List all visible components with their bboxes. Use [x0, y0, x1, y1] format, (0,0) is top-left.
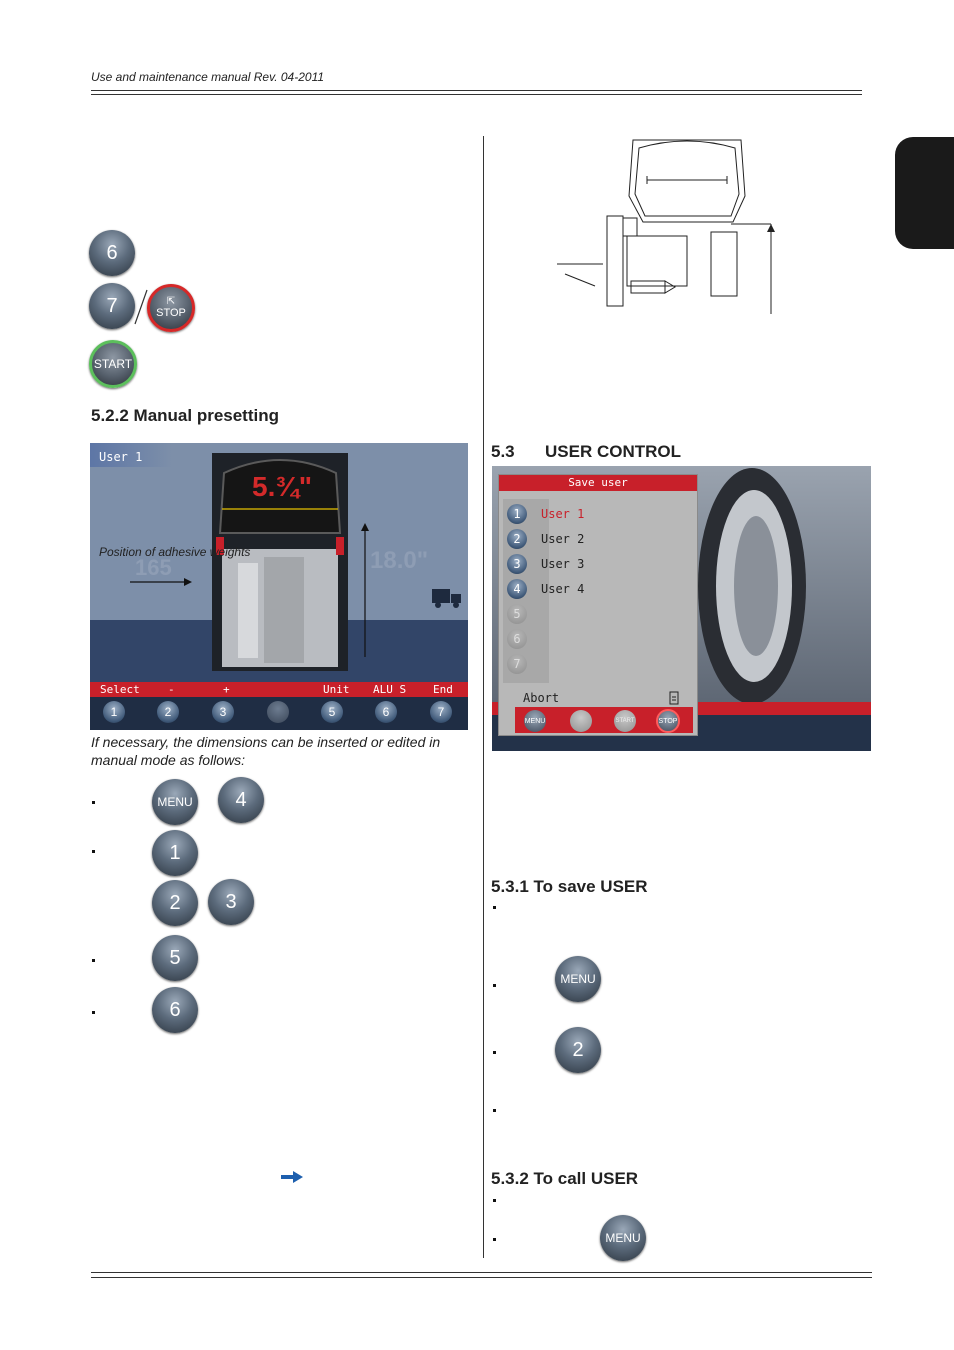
bullet	[493, 984, 496, 987]
user-option-label: User 3	[541, 557, 585, 571]
user-option-label: User 2	[541, 532, 585, 546]
menu-key[interactable]: MENU	[152, 779, 198, 825]
bullet	[92, 850, 95, 853]
save-user-dialog: Save user 1 User 1 2 User 2 3 User 3 4 U…	[498, 474, 698, 736]
user-option-number: 6	[507, 629, 527, 649]
user-option-3[interactable]: 3 User 3	[507, 553, 584, 575]
bullet	[493, 1109, 496, 1112]
pointing-hand-icon	[281, 1171, 303, 1183]
dialog-arrow-key-disabled	[570, 710, 592, 732]
stop-arrow-icon: ⇱	[166, 296, 176, 307]
screen-key-7[interactable]: 7	[430, 701, 452, 723]
manual-presetting-screen: User 1 165 5.¾" 18.0" Position of adhesi…	[90, 443, 468, 730]
header-title: Use and maintenance manual Rev. 04-2011	[91, 70, 325, 84]
diameter-value: 18.0"	[370, 547, 429, 574]
ghost-value: 165	[135, 555, 172, 580]
key-1[interactable]: 1	[152, 830, 198, 876]
key-3[interactable]: 3	[208, 879, 254, 925]
user-option-number: 5	[507, 604, 527, 624]
bullet	[92, 801, 95, 804]
header-rule	[91, 90, 862, 91]
slash-divider	[134, 289, 148, 325]
width-value: 5.¾"	[252, 471, 312, 502]
section-53-number: 5.3	[491, 442, 515, 461]
header-rule-2	[91, 94, 862, 95]
bullet	[493, 1051, 496, 1054]
section-53-title: USER CONTROL	[545, 442, 681, 461]
user-option-label: User 1	[541, 507, 585, 521]
bullet	[92, 959, 95, 962]
user-option-6-disabled: 6	[507, 628, 541, 650]
screen-key-3[interactable]: 3	[212, 701, 234, 723]
screen-key-4-disabled	[267, 701, 289, 723]
softkey-unit[interactable]: Unit	[323, 683, 350, 696]
weights-annotation: Position of adhesive weights	[99, 545, 251, 559]
dialog-title: Save user	[499, 475, 697, 491]
user-option-1[interactable]: 1 User 1	[507, 503, 584, 525]
section-532-title: 5.3.2 To call USER	[491, 1169, 639, 1188]
screen-key-5[interactable]: 5	[321, 701, 343, 723]
start-key[interactable]: START	[89, 340, 137, 388]
screen-key-1[interactable]: 1	[103, 701, 125, 723]
user-option-2[interactable]: 2 User 2	[507, 528, 584, 550]
user-option-number: 1	[507, 504, 527, 524]
softkey-alu-s[interactable]: ALU S	[373, 683, 407, 696]
softkey-select[interactable]: Select	[100, 683, 140, 696]
bullet	[493, 906, 496, 909]
wheel-illustration	[212, 453, 348, 671]
user-tab	[90, 443, 172, 467]
side-tab	[895, 137, 954, 249]
softkey-end[interactable]: End	[433, 683, 453, 696]
stop-key[interactable]: ⇱ STOP	[147, 284, 195, 332]
manual-mode-caption: If necessary, the dimensions can be inse…	[91, 734, 441, 768]
user-option-number: 4	[507, 579, 527, 599]
tyre-measurement-diagram	[557, 139, 775, 314]
screen-key-2[interactable]: 2	[157, 701, 179, 723]
abort-option[interactable]: Abort	[523, 691, 560, 705]
user-option-number: 7	[507, 654, 527, 674]
stop-label: STOP	[156, 307, 186, 319]
bullet	[493, 1238, 496, 1241]
softkey-minus[interactable]: -	[168, 683, 175, 696]
user-label: User 1	[99, 450, 143, 464]
save-doc-icon	[669, 691, 679, 705]
section-522-title: 5.2.2 Manual presetting	[91, 406, 279, 425]
key-2-save[interactable]: 2	[555, 1027, 601, 1073]
dialog-start-key-disabled: START	[614, 710, 636, 732]
key-7[interactable]: 7	[89, 283, 135, 329]
softkey-bar: Select - + Unit ALU S End	[90, 682, 468, 697]
user-option-5-disabled: 5	[507, 603, 541, 625]
column-divider	[483, 136, 484, 1258]
dialog-menu-key[interactable]: MENU	[524, 710, 546, 732]
key-4[interactable]: 4	[218, 777, 264, 823]
user-option-number: 3	[507, 554, 527, 574]
wheel-render	[698, 468, 806, 704]
key-6[interactable]: 6	[89, 230, 135, 276]
user-option-7-disabled: 7	[507, 653, 541, 675]
user-option-4[interactable]: 4 User 4	[507, 578, 584, 600]
user-option-label: User 4	[541, 582, 585, 596]
footer-rule	[91, 1272, 872, 1273]
section-531-title: 5.3.1 To save USER	[491, 877, 648, 896]
key-2[interactable]: 2	[152, 880, 198, 926]
menu-key-save[interactable]: MENU	[555, 956, 601, 1002]
menu-key-call[interactable]: MENU	[600, 1215, 646, 1261]
bullet	[92, 1011, 95, 1014]
screen-key-6[interactable]: 6	[375, 701, 397, 723]
dialog-stop-key[interactable]: STOP	[656, 709, 680, 733]
truck-icon	[432, 589, 461, 608]
footer-rule-2	[91, 1277, 872, 1278]
save-user-screen: Save user 1 User 1 2 User 2 3 User 3 4 U…	[492, 466, 871, 751]
dialog-key-bar: MENU START STOP	[515, 707, 693, 733]
diameter-arrow	[361, 523, 369, 657]
user-option-number: 2	[507, 529, 527, 549]
softkey-plus[interactable]: +	[223, 683, 230, 696]
weights-arrow	[130, 578, 192, 586]
bullet	[493, 1199, 496, 1202]
key-5[interactable]: 5	[152, 935, 198, 981]
key-6-list[interactable]: 6	[152, 987, 198, 1033]
